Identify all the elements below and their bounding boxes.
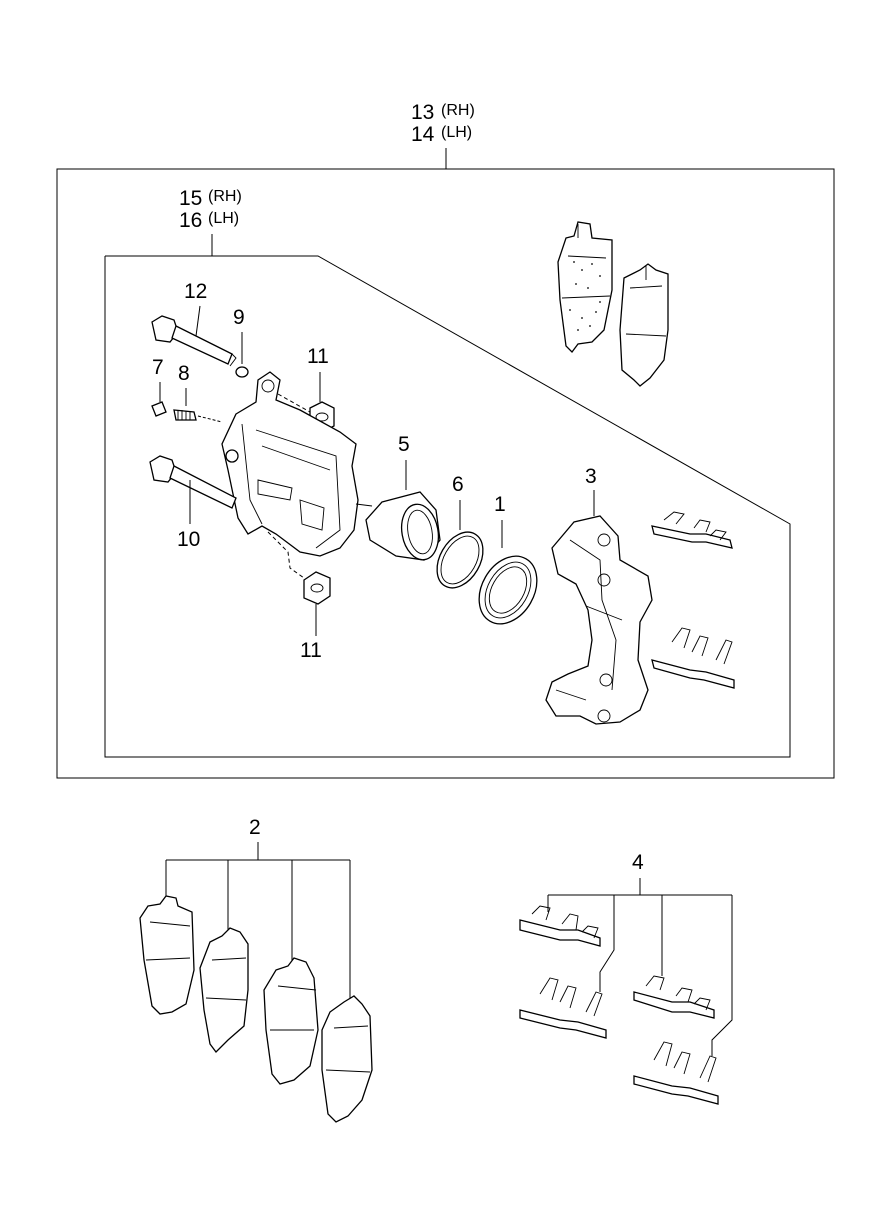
callout-caliper: 15 (RH) 16 (LH): [179, 187, 242, 232]
callout-12: 12: [184, 280, 207, 303]
callout-16-suffix: (LH): [208, 210, 239, 227]
callout-9: 9: [233, 306, 245, 329]
callout-10: 10: [177, 528, 200, 551]
guide-bolt-lower: [149, 455, 237, 509]
pad-clip-lower: [651, 627, 735, 689]
callout-13: 13: [411, 101, 434, 124]
callout-1: 1: [494, 493, 506, 516]
callout-4: 4: [632, 851, 644, 874]
bleeder-screw: [173, 409, 223, 423]
piston: [365, 491, 441, 561]
callout-13-suffix: (RH): [441, 102, 475, 119]
dust-boot: [478, 555, 538, 625]
boot-lower: [267, 531, 331, 605]
piston-seal: [436, 531, 484, 589]
bushing-9: [235, 366, 249, 378]
leader-12: [195, 305, 201, 337]
caliper-carrier: [545, 515, 653, 725]
callout-2: 2: [249, 816, 261, 839]
brake-pad-pair-top: [557, 221, 669, 387]
brake-pads-set: [139, 895, 373, 1123]
callout-5: 5: [398, 433, 410, 456]
assembly-frame: [56, 168, 835, 779]
clip-set: [519, 905, 719, 1105]
callout-assembly: 13 (RH) 14 (LH): [411, 101, 475, 146]
callout-14-suffix: (LH): [441, 124, 472, 141]
callout-11-lower: 11: [300, 639, 322, 662]
pad-clip-upper: [651, 511, 733, 549]
caliper-body: [221, 371, 373, 557]
callout-14: 14: [411, 123, 435, 146]
callout-15-suffix: (RH): [208, 188, 242, 205]
callout-8: 8: [178, 362, 190, 385]
callout-3: 3: [585, 465, 597, 488]
callout-7: 7: [152, 356, 164, 379]
guide-bolt-upper: [151, 315, 237, 367]
callout-11-upper: 11: [307, 345, 329, 368]
leader-2: [165, 842, 351, 1000]
caliper-frame: [104, 255, 791, 758]
callout-6: 6: [452, 473, 464, 496]
leader-4: [547, 878, 733, 1056]
callout-16: 16: [179, 209, 202, 232]
bleeder-cap: [151, 401, 167, 417]
callout-15: 15: [179, 187, 202, 210]
